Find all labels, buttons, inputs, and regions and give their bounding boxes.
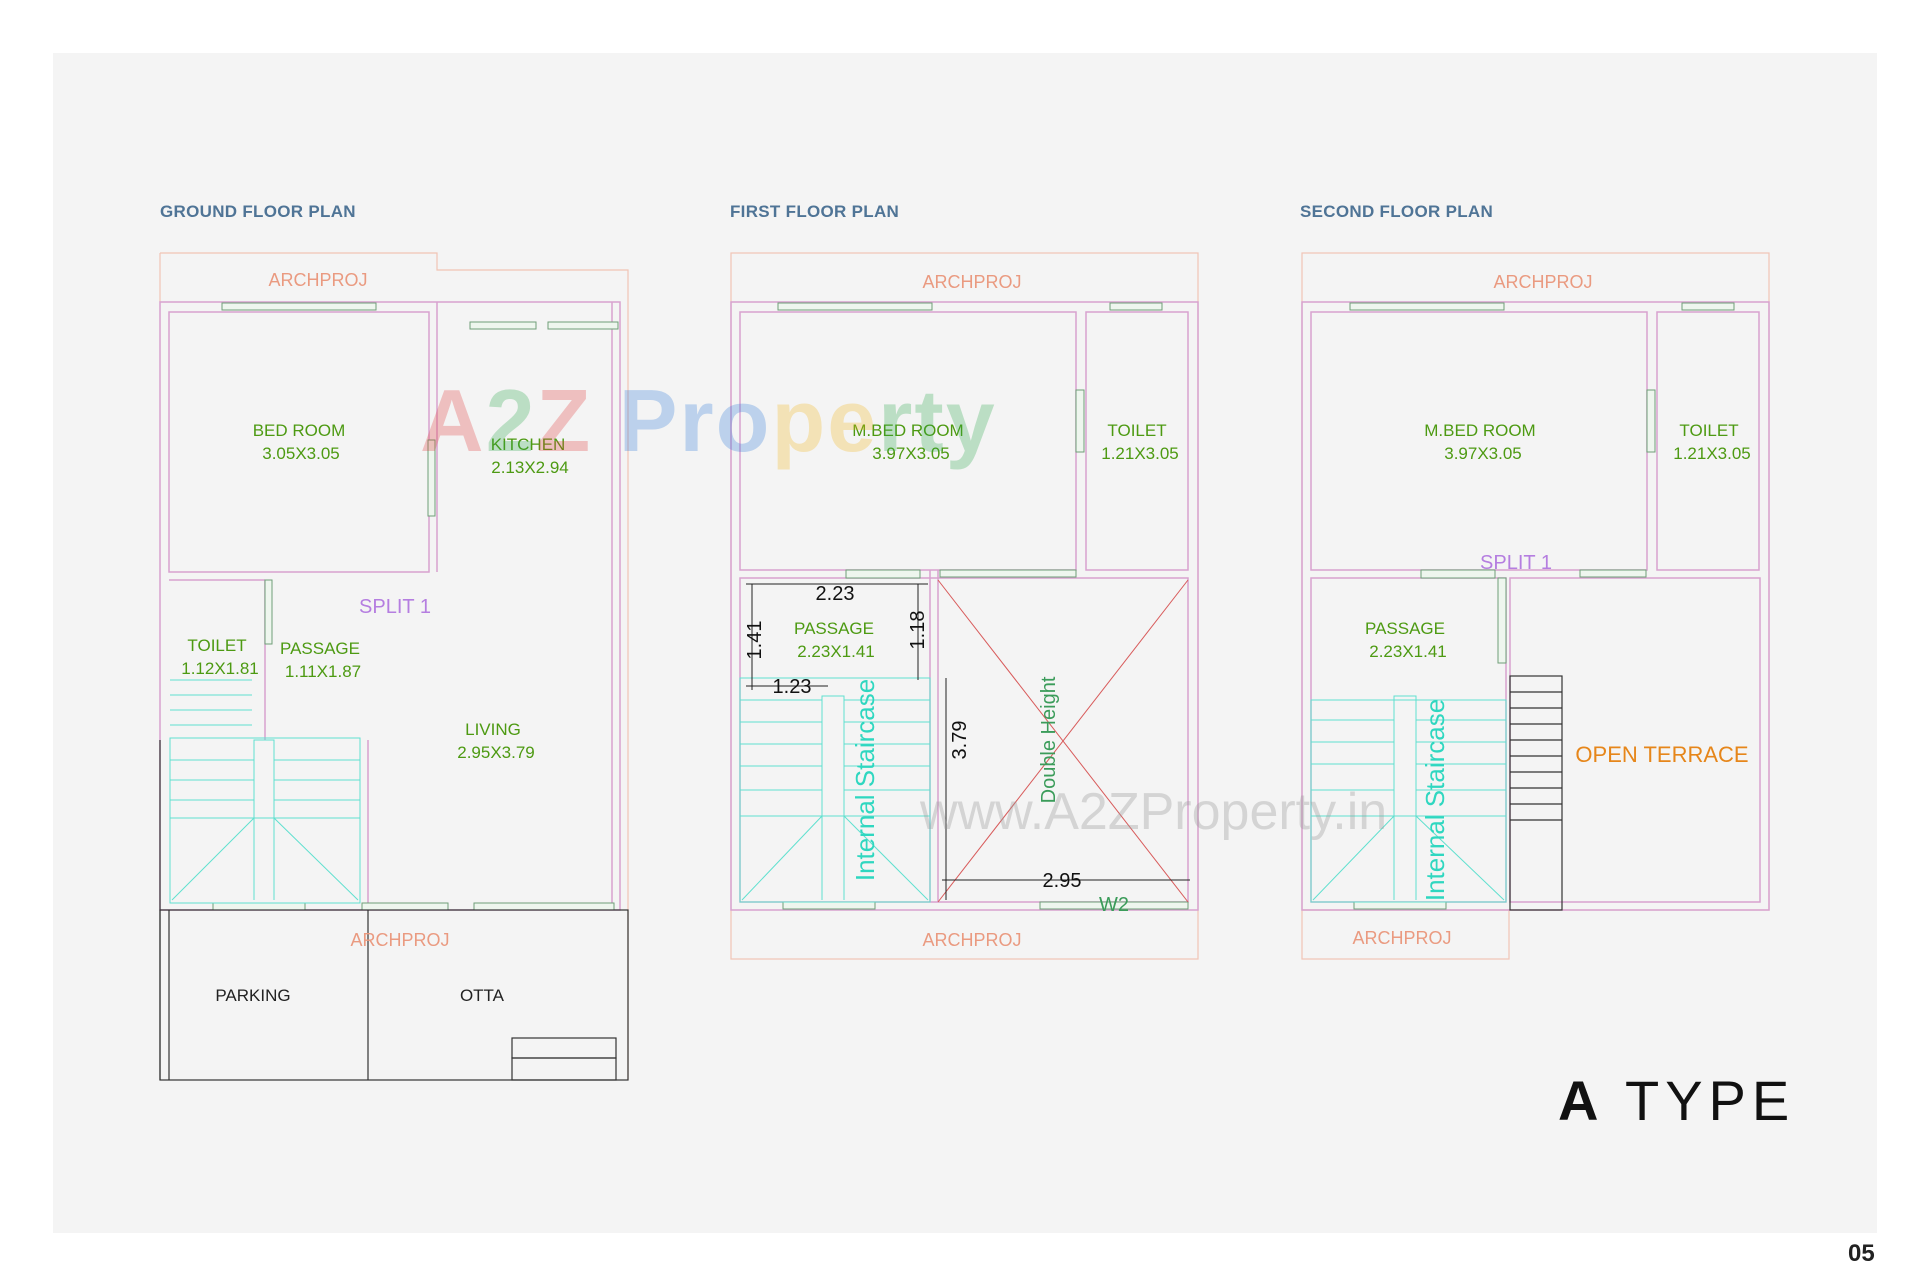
ff-passage-label: PASSAGE xyxy=(794,619,874,638)
ff-toilet-wall xyxy=(1085,311,1189,571)
ff-double-height-diagonal-2 xyxy=(937,579,1189,903)
gf-kitchen-label: KITCHEN xyxy=(491,435,566,454)
sf-mbed-wall xyxy=(1310,311,1648,571)
gf-archproj-top: ARCHPROJ xyxy=(268,270,367,290)
ground-floor-title: GROUND FLOOR PLAN xyxy=(160,202,356,221)
sf-outline xyxy=(1301,252,1770,911)
ff-dim-123: 1.23 xyxy=(773,676,812,698)
gf-parking-label: PARKING xyxy=(215,986,290,1005)
sf-passage-label: PASSAGE xyxy=(1365,619,1445,638)
gf-door-passage xyxy=(264,579,273,645)
first-floor-title: FIRST FLOOR PLAN xyxy=(730,202,900,221)
gf-kitchen-size: 2.13X2.94 xyxy=(491,458,569,477)
sf-mbed-size: 3.97X3.05 xyxy=(1444,444,1522,463)
ff-dimension-lines xyxy=(746,583,1190,900)
gf-window-kitchen-2 xyxy=(547,321,619,330)
gf-staircase xyxy=(169,737,361,904)
sf-door-terrace xyxy=(1497,577,1507,664)
sf-window-passage xyxy=(1579,569,1647,578)
ff-dim-379: 3.79 xyxy=(949,721,971,760)
ff-mbed-size: 3.97X3.05 xyxy=(872,444,950,463)
sf-passage-size: 2.23X1.41 xyxy=(1369,642,1447,661)
ff-door-toilet xyxy=(1075,389,1085,453)
sf-toilet-label: TOILET xyxy=(1679,421,1738,440)
gf-window-kitchen xyxy=(469,321,537,330)
sf-main-wall xyxy=(1301,301,1770,911)
gf-window-front-2 xyxy=(361,902,449,911)
ff-window-toilet xyxy=(1109,302,1163,311)
gf-door-bedroom xyxy=(427,439,436,517)
gf-bedroom-wall xyxy=(168,311,430,573)
gf-toilet-label: TOILET xyxy=(187,636,246,655)
ground-floor-plan: ARCHPROJ BED ROOM 3.05X3.05 KITCHEN 2.13… xyxy=(159,252,629,1081)
type-word: TYPE xyxy=(1625,1069,1796,1132)
ff-window-w2 xyxy=(1039,901,1189,910)
ff-dim-295: 2.95 xyxy=(1043,870,1082,892)
sf-open-terrace-label: OPEN TERRACE xyxy=(1575,742,1748,767)
gf-toilet-size: 1.12X1.81 xyxy=(181,659,259,678)
ff-passage-size: 2.23X1.41 xyxy=(797,642,875,661)
sf-toilet-wall xyxy=(1656,311,1760,571)
gf-passage-size: 1.11X1.87 xyxy=(285,662,361,681)
sf-archproj-bottom: ARCHPROJ xyxy=(1352,928,1451,948)
sf-toilet-size: 1.21X3.05 xyxy=(1673,444,1751,463)
ff-toilet-size: 1.21X3.05 xyxy=(1101,444,1179,463)
sf-door-mbed xyxy=(1420,569,1496,579)
second-floor-plan: ARCHPROJ M.BED ROOM 3.97X3.05 TOILET 1.2… xyxy=(1301,252,1770,960)
gf-otta-label: OTTA xyxy=(460,986,505,1005)
sf-archproj-top: ARCHPROJ xyxy=(1493,272,1592,292)
ff-mbed-wall xyxy=(739,311,1077,571)
ff-main-wall xyxy=(730,301,1199,911)
gf-living-size: 2.95X3.79 xyxy=(457,743,535,762)
ff-window-passage xyxy=(939,569,1077,578)
ff-window-front xyxy=(782,901,876,910)
gf-bedroom-label: BED ROOM xyxy=(253,421,346,440)
type-letter: A xyxy=(1558,1069,1605,1132)
ff-dim-141: 1.41 xyxy=(744,621,766,660)
sf-split-label: SPLIT 1 xyxy=(1480,552,1552,574)
ff-outline xyxy=(730,252,1199,960)
first-floor-plan: ARCHPROJ M.BED ROOM 3.97X3.05 TOILET 1.2… xyxy=(730,252,1199,960)
ff-dim-223: 2.23 xyxy=(816,583,855,605)
type-label: A TYPE xyxy=(1558,1068,1795,1133)
gf-bedroom-size: 3.05X3.05 xyxy=(262,444,340,463)
ff-archproj-top: ARCHPROJ xyxy=(922,272,1021,292)
sf-window-front xyxy=(1353,901,1447,910)
second-floor-title: SECOND FLOOR PLAN xyxy=(1300,202,1494,221)
gf-window-front xyxy=(212,902,306,911)
gf-parking-otta xyxy=(159,740,629,1081)
gf-living-label: LIVING xyxy=(465,720,521,739)
ff-dim-118: 1.18 xyxy=(907,611,929,650)
gf-split-label: SPLIT 1 xyxy=(359,596,431,618)
gf-toilet-steps xyxy=(170,679,252,726)
ff-staircase xyxy=(739,677,931,903)
ff-toilet-label: TOILET xyxy=(1107,421,1166,440)
sf-staircase-label: Internal Staircase xyxy=(1420,699,1450,901)
ff-door-mbed xyxy=(845,569,921,579)
sf-mbed-label: M.BED ROOM xyxy=(1424,421,1535,440)
ff-window-mbed xyxy=(777,302,933,311)
sf-door-toilet xyxy=(1646,389,1656,453)
ff-archproj-bottom: ARCHPROJ xyxy=(922,930,1021,950)
sf-staircase xyxy=(1310,695,1507,903)
gf-window-bedroom xyxy=(221,302,377,311)
sf-window-toilet xyxy=(1681,302,1735,311)
sf-window-mbed xyxy=(1349,302,1505,311)
ff-mbed-label: M.BED ROOM xyxy=(852,421,963,440)
ff-w2-label: W2 xyxy=(1099,894,1129,916)
ff-staircase-label: Internal Staircase xyxy=(850,679,880,881)
sf-terrace-stairs xyxy=(1509,675,1563,911)
page-number: 05 xyxy=(1848,1240,1875,1267)
gf-archproj-bottom: ARCHPROJ xyxy=(350,930,449,950)
gf-outline xyxy=(160,252,629,1080)
gf-window-front-3 xyxy=(473,902,615,911)
drawing-sheet xyxy=(53,53,1877,1233)
ff-double-height-label: Double Height xyxy=(1038,676,1060,803)
gf-passage-label: PASSAGE xyxy=(280,639,360,658)
